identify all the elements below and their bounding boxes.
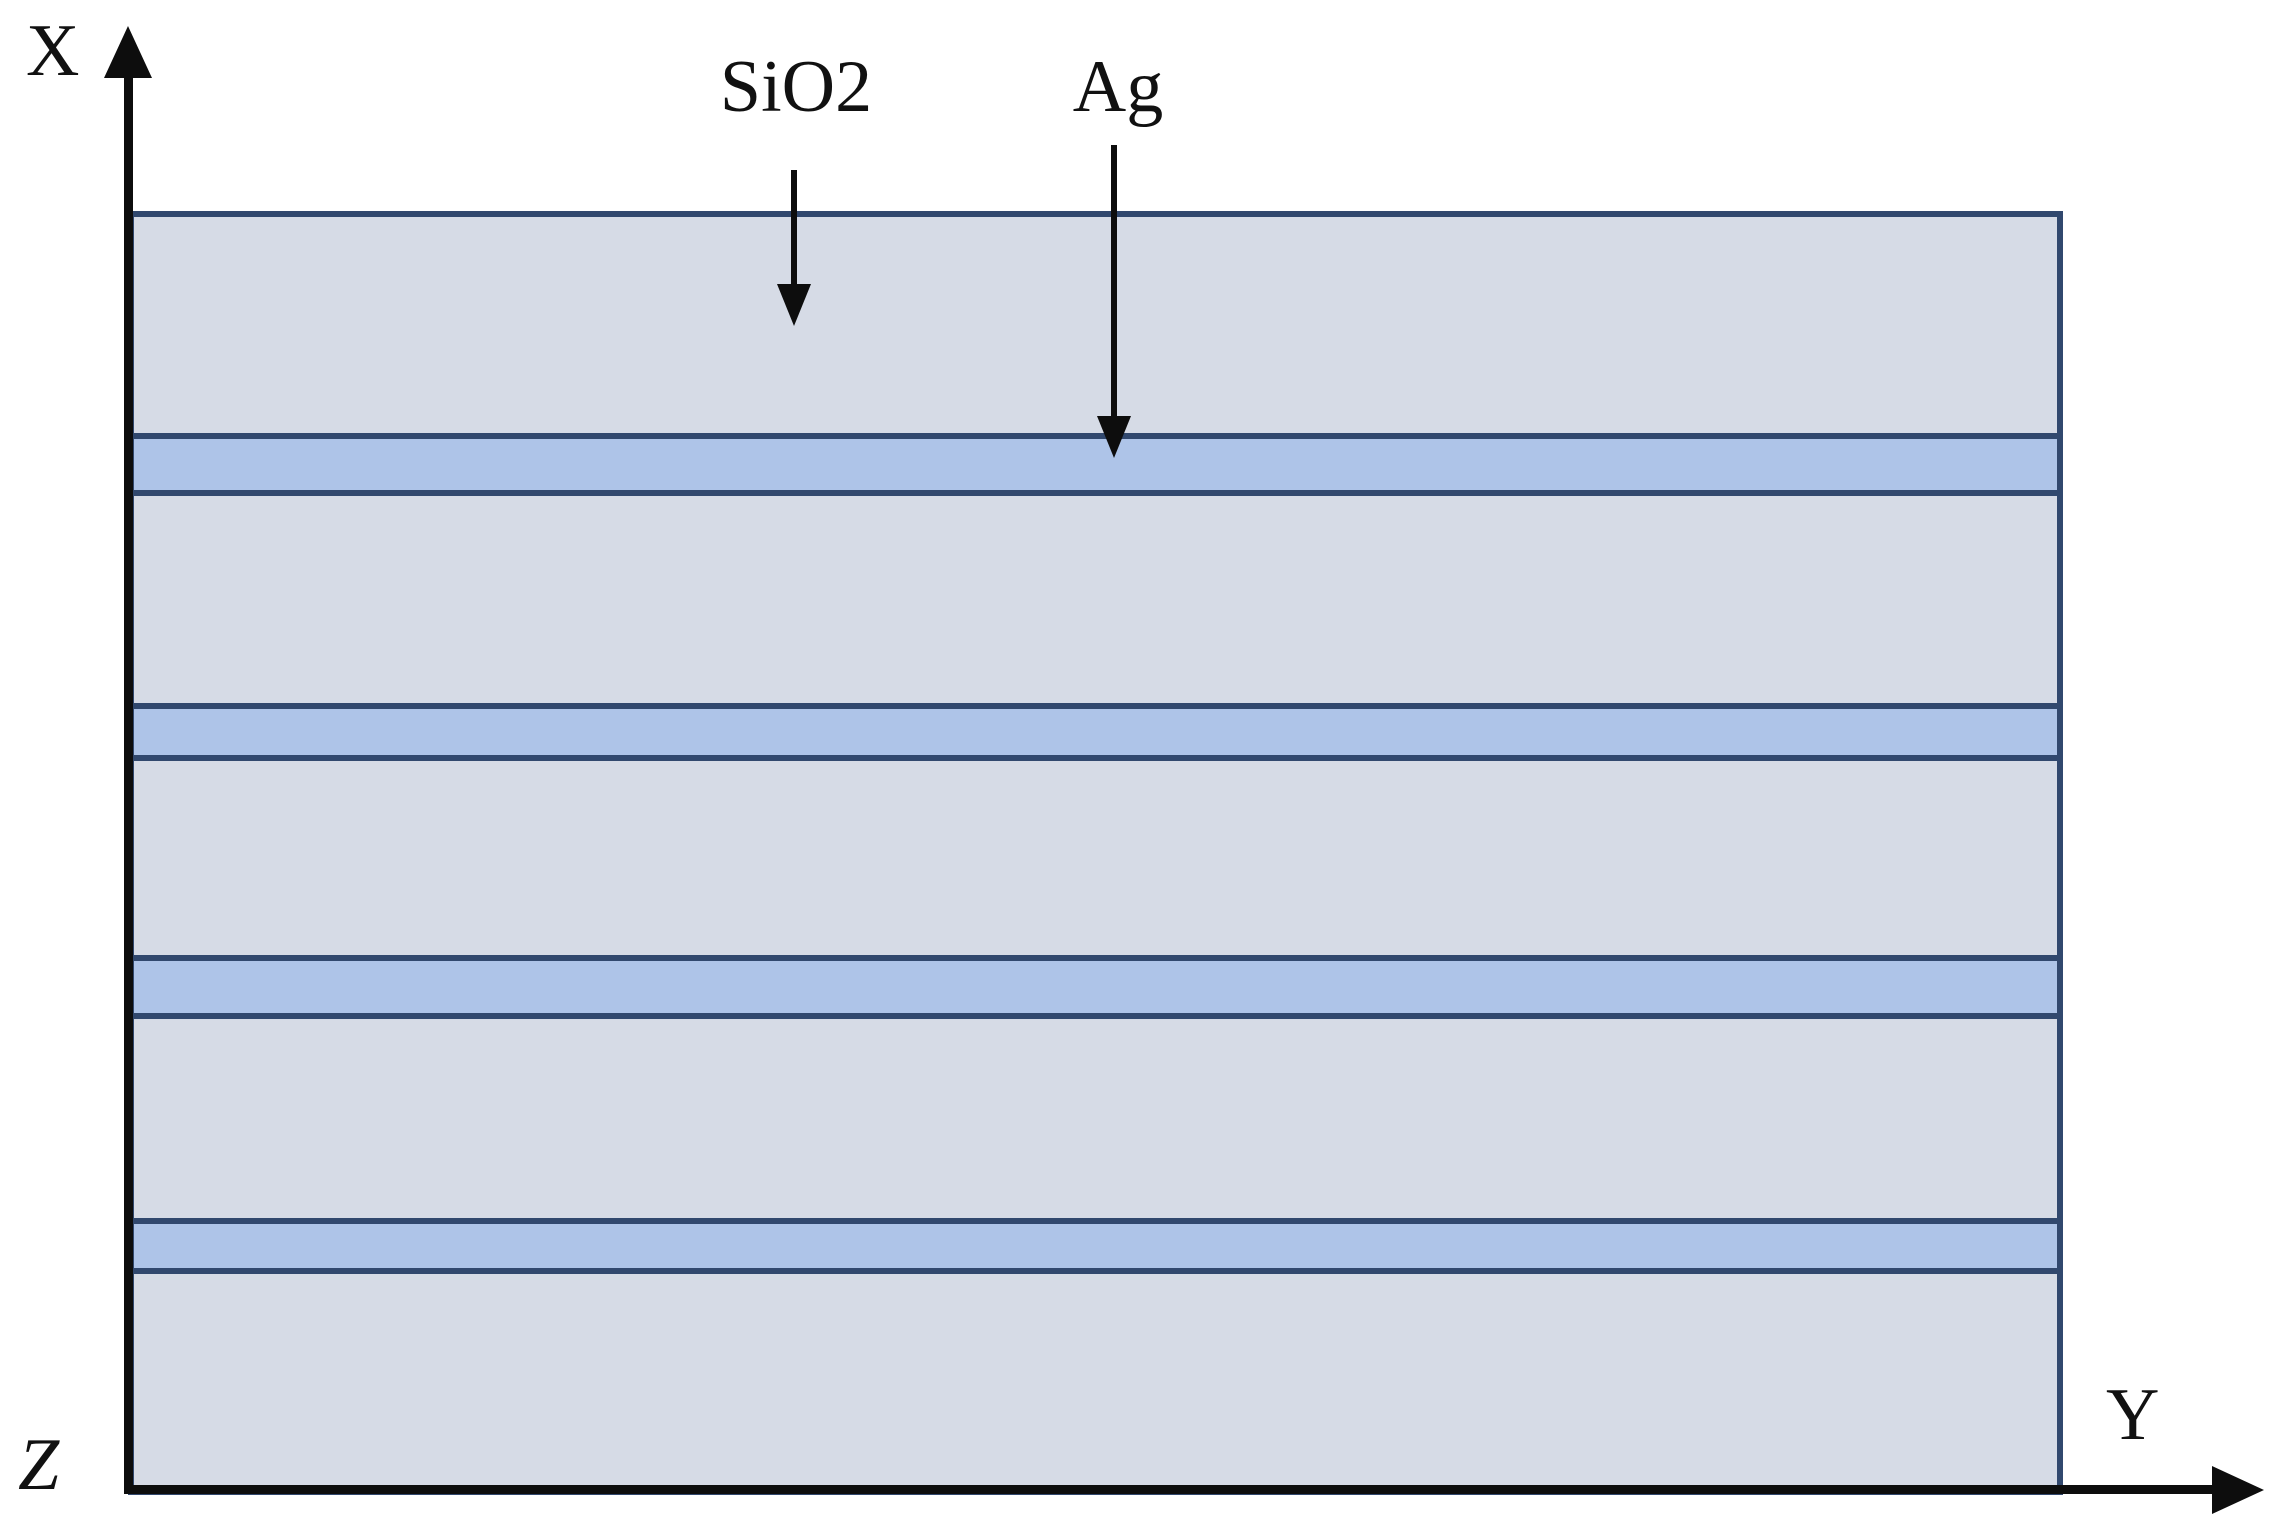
y-axis-line [124, 1485, 2216, 1494]
layer-ag [134, 955, 2057, 1013]
layer-sio2 [134, 490, 2057, 703]
layer-sio2 [134, 1268, 2057, 1489]
z-axis-label: Z [18, 1424, 60, 1506]
sio2-annotation-arrowhead-icon [777, 284, 811, 326]
layer-ag [134, 433, 2057, 490]
layer-sio2 [134, 1013, 2057, 1218]
ag-annotation-arrowhead-icon [1097, 416, 1131, 458]
layer-stack [128, 211, 2063, 1495]
x-axis-label: X [26, 10, 80, 92]
layer-ag [134, 703, 2057, 755]
sio2-annotation-label: SiO2 [719, 46, 873, 128]
layer-sio2 [134, 217, 2057, 433]
x-axis-line [124, 66, 133, 1493]
layer-sio2 [134, 755, 2057, 955]
sio2-annotation-arrow [791, 170, 797, 292]
ag-annotation-arrow [1111, 145, 1117, 423]
ag-annotation-label: Ag [1072, 46, 1164, 128]
y-axis-label: Y [2106, 1374, 2160, 1456]
y-axis-arrowhead-icon [2212, 1466, 2264, 1514]
layer-ag [134, 1218, 2057, 1268]
x-axis-arrowhead-icon [104, 26, 152, 78]
